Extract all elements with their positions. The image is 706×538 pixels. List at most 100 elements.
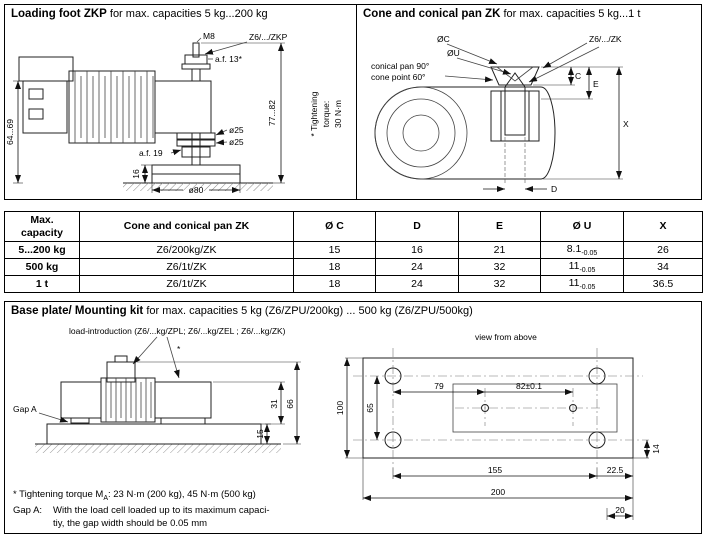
base-plate-side-view: load-introduction (Z6/...kg/ZPL; Z6/...k… [13,326,301,453]
cone-pan-labels: ØC ØU Z6/.../ZK conical pan 90° cone poi… [371,34,629,194]
cell-u: 8.1-0.05 [540,240,624,260]
side-view-geometry [35,355,281,453]
label-dim-82: 82±0.1 [516,381,542,391]
cell-e: 32 [458,275,541,294]
label-dia-c: ØC [437,34,450,44]
label-dim-77-82: 77...82 [267,100,277,126]
cone-pan-dimensions [444,42,623,192]
cell-type: Z6/200kg/ZK [79,240,294,260]
base-plate-top-view: view from above 79 82±0.1 100 65 155 22.… [335,332,661,520]
cone-pan-geometry [374,66,556,180]
label-conical-pan: conical pan 90° [371,61,429,71]
label-part-zk: Z6/.../ZK [589,34,622,44]
label-dim-16: 16 [131,169,141,179]
loading-foot-title: Loading foot ZKP for max. capacities 5 k… [11,8,268,20]
loading-foot-geometry [18,42,273,191]
cell-d: 16 [375,240,459,260]
label-dia25-a: ø25 [229,125,244,135]
header-x: X [623,211,703,242]
loading-foot-drawing: M8 Z6/.../ZKP a.f. 13* ø25 ø25 a.f. 19 ø… [5,31,343,195]
label-star: * [177,344,181,354]
cell-c: 18 [293,275,376,294]
header-capacity: Max.capacity [4,211,80,242]
label-dim-x: X [623,119,629,129]
top-view-dimensions [344,357,650,520]
header-u: Ø U [540,211,624,242]
cell-c: 15 [293,240,376,260]
cone-pan-title-bold: Cone and conical pan ZK [363,8,501,20]
cell-u: 11-0.05 [540,275,624,294]
label-dim-e: E [593,79,599,89]
base-plate-title: Base plate/ Mounting kit for max. capaci… [11,305,473,317]
loading-foot-title-rest: for max. capacities 5 kg...200 kg [106,8,268,20]
top-view-labels: view from above 79 82±0.1 100 65 155 22.… [335,332,661,515]
label-gap-a: Gap A [13,404,37,414]
cell-capacity: 500 kg [4,258,80,277]
label-dim-31: 31 [269,399,279,409]
cell-e: 32 [458,258,541,277]
label-dia80: ø80 [189,185,204,195]
label-dim-66: 66 [285,399,295,409]
cell-capacity: 1 t [4,275,80,294]
label-dim-155: 155 [488,465,502,475]
label-dim-d: D [551,184,557,194]
header-c: Ø C [293,211,376,242]
label-dim-22-5: 22.5 [607,465,624,475]
label-dim-14: 14 [651,444,661,454]
torque-note: * Tightening torque MA: 23 N·m (200 kg),… [13,489,256,502]
label-dim-100: 100 [335,401,345,415]
cell-d: 24 [375,258,459,277]
label-dim-200: 200 [491,487,505,497]
label-dim-64-69: 64...69 [5,119,15,145]
cone-pan-title-rest: for max. capacities 5 kg...1 t [500,8,641,20]
label-dim-20: 20 [615,505,625,515]
label-torque-3: 30 N·m [333,100,343,128]
table-header: Max.capacity Cone and conical pan ZK Ø C… [4,211,703,242]
table-row: 5...200 kg Z6/200kg/ZK 15 16 21 8.1-0.05… [4,240,703,260]
side-view-labels: load-introduction (Z6/...kg/ZPL; Z6/...k… [13,326,295,439]
cell-capacity: 5...200 kg [4,240,80,260]
cell-type: Z6/1t/ZK [79,258,294,277]
cell-x: 26 [623,240,703,260]
section-cone-pan: Cone and conical pan ZK for max. capacit… [356,4,702,200]
loading-foot-dimensions [13,37,285,193]
label-dim-15: 15 [255,429,265,439]
label-torque-2: torque: [321,101,331,127]
gap-note-line2: tiy, the gap width should be 0.05 mm [53,517,208,529]
cell-e: 21 [458,240,541,260]
gap-note-line1: Gap A:With the load cell loaded up to it… [13,504,270,516]
cell-x: 34 [623,258,703,277]
label-dia25-b: ø25 [229,137,244,147]
label-af19: a.f. 19 [139,148,163,158]
cell-u: 11-0.05 [540,258,624,277]
label-m8: M8 [203,31,215,41]
cell-x: 36.5 [623,275,703,294]
label-dim-65: 65 [365,403,375,413]
label-dim-79: 79 [434,381,444,391]
label-dia-u: ØU [447,48,460,58]
header-d: D [375,211,459,242]
loading-foot-title-bold: Loading foot ZKP [11,8,107,20]
section-base-plate: Base plate/ Mounting kit for max. capaci… [4,301,702,534]
cone-pan-drawing: ØC ØU Z6/.../ZK conical pan 90° cone poi… [371,34,629,194]
label-torque-1: * Tightening [309,91,319,136]
label-load-introduction: load-introduction (Z6/...kg/ZPL; Z6/...k… [69,326,286,336]
section-loading-foot: Loading foot ZKP for max. capacities 5 k… [4,4,357,200]
footnotes: * Tightening torque MA: 23 N·m (200 kg),… [13,488,270,530]
label-cone-point: cone point 60° [371,72,425,82]
label-part-zkp: Z6/.../ZKP [249,32,288,42]
header-e: E [458,211,541,242]
header-type: Cone and conical pan ZK [79,211,294,242]
label-view-from-above: view from above [475,332,537,342]
base-plate-title-rest: for max. capacities 5 kg (Z6/ZPU/200kg) … [143,305,473,317]
top-view-geometry [353,348,649,468]
cone-pan-title: Cone and conical pan ZK for max. capacit… [363,8,640,20]
cell-d: 24 [375,275,459,294]
cell-type: Z6/1t/ZK [79,275,294,294]
base-plate-title-bold: Base plate/ Mounting kit [11,305,144,317]
cell-c: 18 [293,258,376,277]
label-dim-c: C [575,71,581,81]
table-row: 1 t Z6/1t/ZK 18 24 32 11-0.05 36.5 [4,275,703,294]
label-af13: a.f. 13* [215,54,243,64]
